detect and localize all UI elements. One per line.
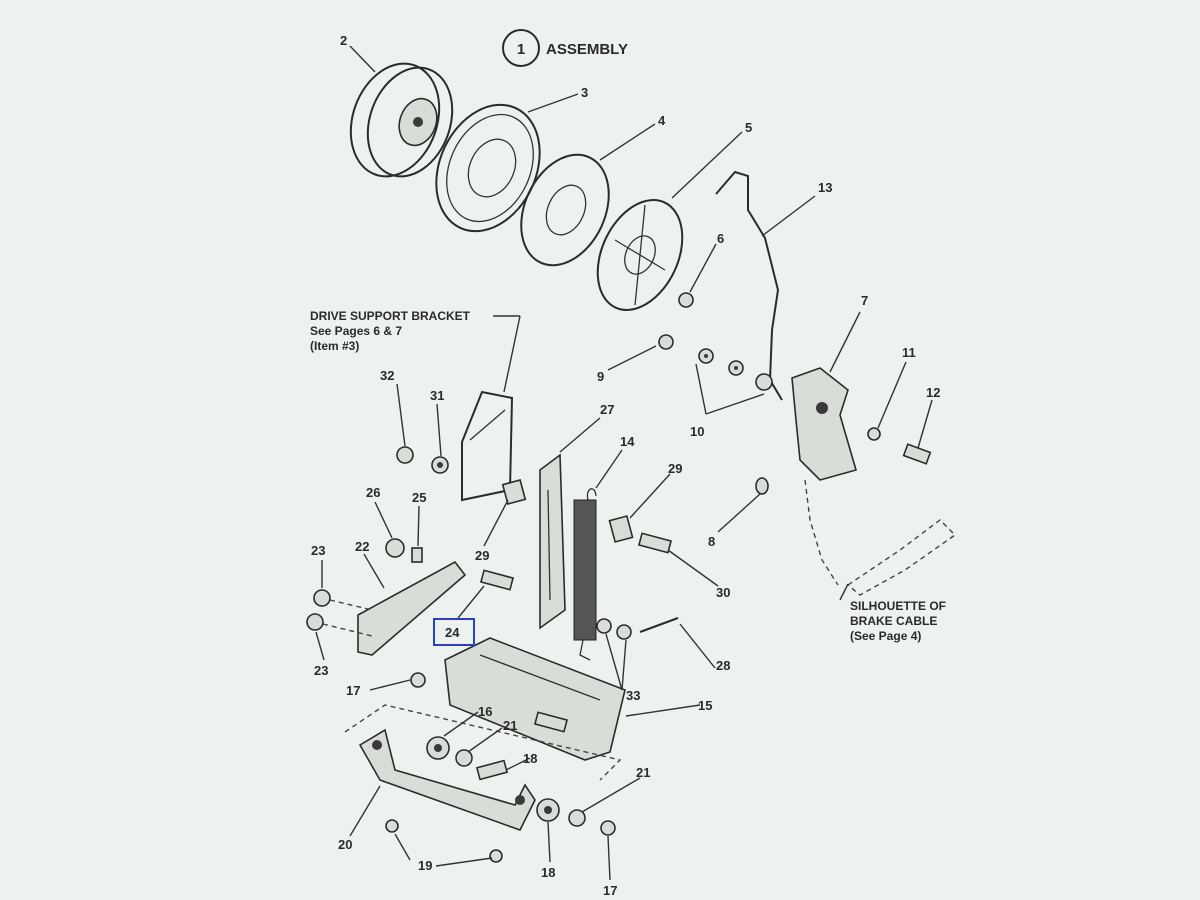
part-4-friction-washer: [520, 153, 610, 267]
part-32-nut: [396, 446, 414, 464]
label-10: 10: [690, 424, 704, 439]
part-22-lever: [357, 560, 467, 656]
part-29-clip-a: [501, 479, 527, 505]
label-18b: 18: [541, 865, 555, 880]
label-7: 7: [861, 293, 868, 308]
label-4: 4: [658, 113, 666, 128]
part-17-nut-a: [410, 672, 426, 688]
assembly-number: 1: [517, 41, 525, 58]
label-23b: 23: [314, 663, 328, 678]
part-29-clip-b: [608, 515, 634, 543]
label-27: 27: [600, 402, 614, 417]
label-22: 22: [355, 539, 369, 554]
label-23a: 23: [311, 543, 325, 558]
label-24: 24: [445, 625, 460, 640]
drive-support-bracket: [461, 390, 514, 502]
label-18a: 18: [523, 751, 537, 766]
part-11-washer: [867, 427, 881, 441]
label-25: 25: [412, 490, 426, 505]
part-31-washer: [431, 456, 449, 474]
label-11: 11: [902, 345, 916, 360]
part-24-pin: [479, 569, 515, 591]
label-19: 19: [418, 858, 432, 873]
part-8-washer: [755, 477, 769, 495]
label-3: 3: [581, 85, 588, 100]
part-28-pin: [639, 617, 679, 633]
label-12: 12: [926, 385, 940, 400]
label-17b: 17: [603, 883, 617, 898]
part-18-bolt-a: [475, 759, 509, 781]
label-28: 28: [716, 658, 730, 673]
callout-silhouette-brake-cable: SILHOUETTE OF BRAKE CABLE (See Page 4): [850, 599, 946, 643]
part-9-nut: [658, 334, 674, 350]
label-14: 14: [620, 434, 635, 449]
label-5: 5: [745, 120, 752, 135]
label-31: 31: [430, 388, 444, 403]
part-13-brake-cable: [715, 170, 783, 401]
label-29b: 29: [475, 548, 489, 563]
part-21-washer-a: [455, 749, 473, 767]
label-15: 15: [698, 698, 712, 713]
part-15-main-bracket: [444, 637, 626, 761]
part-25-clip: [411, 547, 423, 563]
label-30: 30: [716, 585, 730, 600]
part-24-highlight-box: [433, 618, 475, 646]
label-29a: 29: [668, 461, 682, 476]
part-7-brake-arm: [791, 367, 857, 481]
part-18-bolt-b: [533, 711, 569, 733]
part-16-nut: [426, 736, 450, 760]
label-33: 33: [626, 688, 640, 703]
label-21b: 21: [636, 765, 650, 780]
part-6-nut: [678, 292, 694, 308]
part-27-slotted-bar: [539, 453, 566, 630]
assembly-number-circle: [502, 29, 540, 67]
part-18-nut-b: [536, 798, 560, 822]
part-3-brake-disc: [435, 103, 541, 233]
callout-drive-support-bracket: DRIVE SUPPORT BRACKET See Pages 6 & 7 (I…: [310, 309, 471, 353]
part-30-bolt: [637, 532, 673, 554]
part-23-bolts: [306, 589, 373, 637]
leader-lines: [315, 45, 933, 881]
label-20: 20: [338, 837, 352, 852]
callout-sil-line2: BRAKE CABLE: [850, 614, 937, 628]
label-32: 32: [380, 368, 394, 383]
label-2: 2: [340, 33, 347, 48]
part-33-washers: [596, 618, 632, 640]
part-17-nut-b: [600, 820, 616, 836]
label-26: 26: [366, 485, 380, 500]
label-8: 8: [708, 534, 715, 549]
callout-sil-line3: (See Page 4): [850, 629, 921, 643]
part-26-nut: [385, 538, 405, 558]
label-16: 16: [478, 704, 492, 719]
label-13: 13: [818, 180, 832, 195]
label-9: 9: [597, 369, 604, 384]
callout-dsb-line1: DRIVE SUPPORT BRACKET: [310, 309, 471, 323]
assembly-title: 1 ASSEMBLY: [502, 29, 628, 67]
callout-sil-line1: SILHOUETTE OF: [850, 599, 946, 613]
part-20-lower-bracket: [358, 728, 536, 831]
part-19-screws: [385, 819, 503, 863]
assembly-label: ASSEMBLY: [546, 41, 628, 58]
part-14-spring: [573, 488, 597, 661]
part-number-labels: 2 3 4 5 6 13 7 9 10 11 12 8 32 31 27 14 …: [311, 33, 940, 898]
callout-dsb-line3: (Item #3): [310, 339, 359, 353]
brake-cable-silhouette-path: [804, 479, 839, 586]
part-5-drive-plate: [596, 199, 684, 311]
label-17a: 17: [346, 683, 360, 698]
part-12-bolt: [902, 443, 932, 465]
part-21-washer-b: [568, 809, 586, 827]
label-6: 6: [717, 231, 724, 246]
part-2-pulley: [349, 62, 454, 178]
label-21a: 21: [503, 718, 517, 733]
brake-cable-silhouette-end: [846, 519, 957, 596]
part-10-washers: [698, 348, 773, 391]
callout-dsb-line2: See Pages 6 & 7: [310, 324, 402, 338]
